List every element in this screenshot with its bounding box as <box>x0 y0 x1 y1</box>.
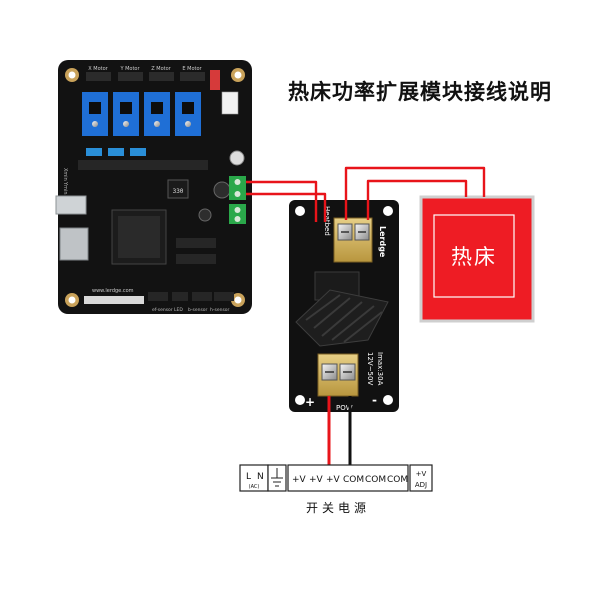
heatbed-label: Heatbed <box>323 206 331 236</box>
motor-label-y: Y Motor <box>119 66 140 72</box>
terminal-ac: (AC) <box>249 484 260 490</box>
side-label-xmin: Xmin <box>62 168 68 181</box>
wire-heatbed-1 <box>344 166 486 220</box>
bottom-label-led: LED <box>174 307 183 313</box>
voltage-rating: 12V~50V <box>366 352 374 385</box>
bottom-connectors <box>148 238 234 301</box>
heatbed-terminal-block <box>333 217 373 263</box>
minus-sign: - <box>372 393 377 407</box>
terminal-v2: +V <box>309 475 324 485</box>
wire-signal-2 <box>246 192 327 222</box>
ribbon-connector <box>84 296 144 304</box>
terminal-com2: COM <box>365 475 386 485</box>
power-module: Heatbed Lerdge 12V~50V Imax:30A POW + - <box>289 200 399 412</box>
terminal-v1: +V <box>292 475 307 485</box>
usb-port <box>55 195 87 215</box>
diagram-title: 热床功率扩展模块接线说明 <box>288 80 552 104</box>
power-input-terminal <box>229 204 246 224</box>
heatbed-text: 热床 <box>451 245 497 269</box>
terminal-n: N <box>257 472 264 482</box>
terminal-adj-v: +V <box>416 470 427 478</box>
psu-terminal-strip: L N (AC) +V +V +V COM COM COM +V ADJ <box>239 464 433 492</box>
ground-icon <box>271 468 283 487</box>
psu-caption: 开关电源 <box>306 501 370 515</box>
red-header <box>210 70 220 90</box>
terminal-com3: COM <box>387 475 408 485</box>
inductor <box>167 179 189 199</box>
wire-signal-1 <box>246 180 318 222</box>
plus-sign: + <box>305 395 315 409</box>
endstop-connectors <box>78 148 208 170</box>
capacitor <box>198 208 212 222</box>
heatbed: 热床 <box>419 195 535 323</box>
inductor-code: 330 <box>173 188 184 195</box>
terminal-l: L <box>246 472 251 482</box>
bottom-label-b-sensor: b-sensor <box>188 307 208 313</box>
capacitor <box>213 181 231 199</box>
terminal-com1: COM <box>343 475 364 485</box>
power-label: POW <box>336 404 353 412</box>
power-terminal-block <box>317 353 359 397</box>
mounting-holes <box>65 68 245 307</box>
bottom-label-h-sensor: h-sensor <box>210 307 230 313</box>
current-rating: Imax:30A <box>376 352 384 386</box>
heatsink <box>295 289 389 347</box>
heatbed-output-terminal <box>229 176 246 200</box>
wires <box>246 166 486 465</box>
mcu-die <box>118 216 160 258</box>
terminal-v3: +V <box>326 475 341 485</box>
side-label-ymin: Ymin <box>62 181 68 194</box>
terminal-adj: ADJ <box>415 481 427 489</box>
motor-headers <box>86 72 205 81</box>
wire-heatbed-2 <box>366 179 468 220</box>
white-connector <box>221 91 239 115</box>
motor-label-z: Z Motor <box>151 66 171 72</box>
website-label: www.lerdge.com <box>92 288 134 294</box>
capacitor <box>229 150 245 166</box>
motor-label-x: X Motor <box>88 66 108 72</box>
controller-board: X Motor Y Motor Z Motor E Motor <box>55 60 252 314</box>
bottom-label-ef-sensor: ef-sensor <box>152 307 173 313</box>
motor-label-e: E Motor <box>182 66 202 72</box>
brand-label: Lerdge <box>378 226 387 258</box>
sd-card-slot <box>59 227 89 261</box>
stepper-drivers <box>82 92 201 136</box>
